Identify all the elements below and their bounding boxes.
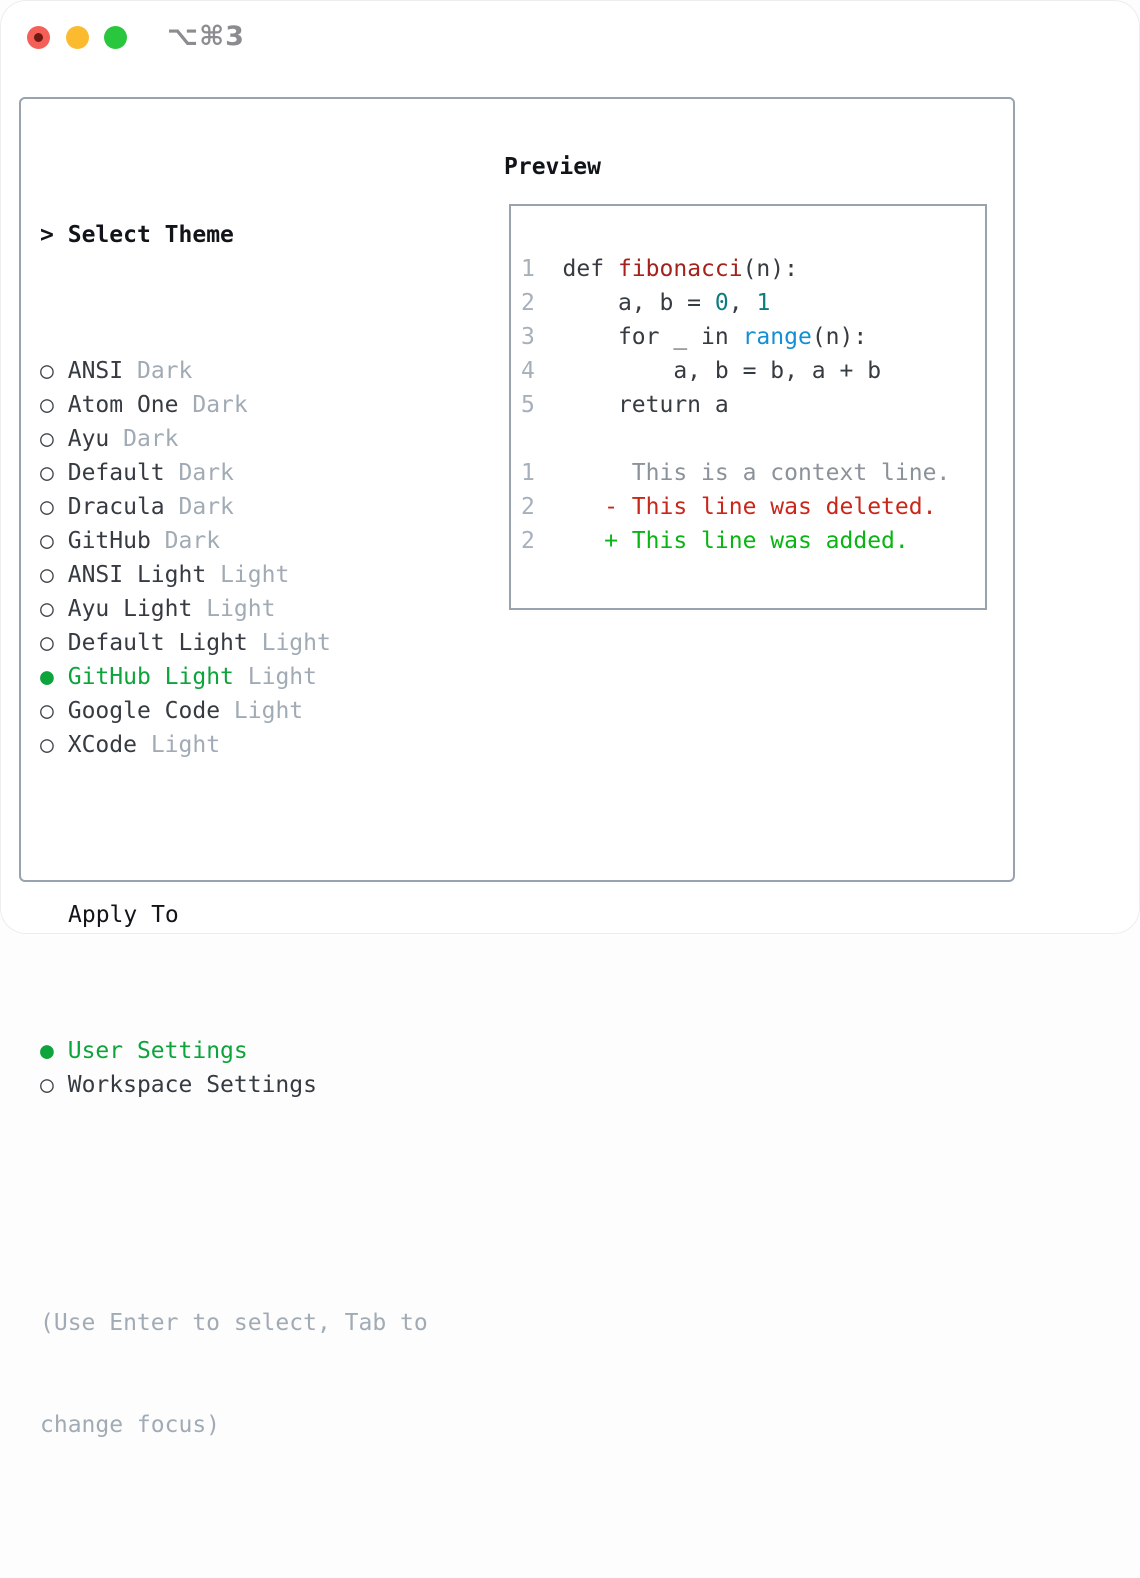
preview-line-code: 2 a, b = 0, 1 (521, 290, 771, 316)
minimize-button[interactable] (66, 26, 89, 49)
preview-line-code: 4 a, b = b, a + b (521, 358, 882, 384)
theme-item-ansi-light[interactable]: ○ ANSI Light Light (40, 558, 428, 592)
line-number: 1 (521, 256, 535, 282)
line-number: 3 (521, 324, 535, 350)
radio-icon: ○ (40, 1072, 54, 1098)
radio-icon: ○ (40, 630, 54, 656)
theme-item-label: GitHub Light (67, 664, 234, 690)
theme-item-label: GitHub (67, 528, 151, 554)
preview-title: Preview (504, 154, 601, 180)
preview-line-code: 3 for _ in range(n): (521, 324, 868, 350)
theme-item-label: ANSI Light (67, 562, 207, 588)
window-title: ⌥⌘3 (167, 21, 245, 52)
preview-line-code: 1 def fibonacci(n): (521, 256, 798, 282)
apply-to-list: ● User Settings○ Workspace Settings (40, 1034, 428, 1102)
close-dot-icon (34, 33, 43, 42)
line-number: 5 (521, 392, 535, 418)
theme-item-ansi[interactable]: ○ ANSI Dark (40, 354, 428, 388)
theme-item-google-code[interactable]: ○ Google Code Light (40, 694, 428, 728)
select-theme-header: > Select Theme (40, 218, 428, 252)
theme-item-ayu-light[interactable]: ○ Ayu Light Light (40, 592, 428, 626)
radio-icon: ○ (40, 732, 54, 758)
theme-item-default-light[interactable]: ○ Default Light Light (40, 626, 428, 660)
theme-variant-label: Light (247, 664, 317, 690)
theme-item-label: Default (67, 460, 165, 486)
radio-icon: ○ (40, 392, 54, 418)
theme-list: ○ ANSI Dark○ Atom One Dark○ Ayu Dark○ De… (40, 354, 428, 762)
preview-line-blank (521, 422, 985, 456)
apply-item-label: User Settings (67, 1038, 248, 1064)
line-number: 2 (521, 528, 535, 554)
theme-variant-label: Light (233, 698, 304, 724)
line-number: 2 (521, 290, 535, 316)
theme-variant-label: Dark (178, 460, 234, 486)
theme-item-label: Default Light (67, 630, 248, 656)
radio-selected-icon: ● (40, 664, 54, 690)
radio-icon: ○ (40, 596, 54, 622)
radio-icon: ○ (40, 698, 54, 724)
theme-variant-label: Dark (178, 494, 234, 520)
theme-item-default[interactable]: ○ Default Dark (40, 456, 428, 490)
main-panel: > Select Theme ○ ANSI Dark○ Atom One Dar… (19, 97, 1015, 1438)
theme-variant-label: Dark (123, 426, 179, 452)
theme-item-github[interactable]: ○ GitHub Dark (40, 524, 428, 558)
theme-item-github-light[interactable]: ● GitHub Light Light (40, 660, 428, 694)
radio-icon: ○ (40, 460, 54, 486)
hint-line: change focus) (40, 1412, 221, 1438)
preview-box: 1 def fibonacci(n): 2 a, b = 0, 1 3 for _ … (509, 204, 987, 610)
apply-to-header: Apply To (68, 902, 179, 928)
preview-line-context: 1 This is a context line. (521, 460, 951, 486)
theme-item-label: XCode (67, 732, 137, 758)
line-number: 4 (521, 358, 535, 384)
select-theme-title: Select Theme (67, 222, 234, 248)
theme-item-xcode[interactable]: ○ XCode Light (40, 728, 428, 762)
theme-item-label: Google Code (67, 698, 221, 724)
apply-item-user-settings[interactable]: ● User Settings (40, 1034, 428, 1068)
radio-icon: ○ (40, 562, 54, 588)
window: ⌥⌘3 > Select Theme ○ ANSI Dark○ Atom One… (19, 21, 1015, 1438)
theme-item-atom-one[interactable]: ○ Atom One Dark (40, 388, 428, 422)
help-hint: (Use Enter to select, Tab to change focu… (40, 1238, 428, 1510)
theme-item-label: Ayu Light (67, 596, 193, 622)
hint-line: (Use Enter to select, Tab to (40, 1310, 428, 1336)
line-number: 2 (521, 494, 535, 520)
theme-selector: > Select Theme ○ ANSI Dark○ Atom One Dar… (40, 150, 428, 1578)
radio-icon: ○ (40, 358, 54, 384)
apply-item-label: Workspace Settings (67, 1072, 317, 1098)
theme-variant-label: Dark (164, 528, 221, 554)
theme-variant-label: Light (261, 630, 331, 656)
theme-variant-label: Light (150, 732, 221, 758)
radio-icon: ○ (40, 528, 54, 554)
theme-variant-label: Light (206, 596, 276, 622)
radio-icon: ○ (40, 426, 54, 452)
theme-item-label: Dracula (67, 494, 165, 520)
theme-variant-label: Light (220, 562, 290, 588)
theme-variant-label: Dark (192, 392, 248, 418)
prompt-icon: > (40, 222, 54, 248)
theme-item-label: Ayu (67, 426, 110, 452)
zoom-button[interactable] (104, 26, 127, 49)
code-preview: 1 def fibonacci(n): 2 a, b = 0, 1 3 for _ … (511, 206, 985, 558)
theme-item-label: Atom One (67, 392, 179, 418)
theme-item-dracula[interactable]: ○ Dracula Dark (40, 490, 428, 524)
radio-icon: ○ (40, 494, 54, 520)
preview-line-deleted: 2 - This line was deleted. (521, 494, 937, 520)
theme-item-label: ANSI (67, 358, 124, 384)
theme-item-ayu[interactable]: ○ Ayu Dark (40, 422, 428, 456)
radio-selected-icon: ● (40, 1038, 54, 1064)
preview-line-added: 2 + This line was added. (521, 528, 909, 554)
apply-item-workspace-settings[interactable]: ○ Workspace Settings (40, 1068, 428, 1102)
theme-variant-label: Dark (136, 358, 193, 384)
close-button[interactable] (27, 26, 50, 49)
preview-line-code: 5 return a (521, 392, 729, 418)
line-number: 1 (521, 460, 535, 486)
